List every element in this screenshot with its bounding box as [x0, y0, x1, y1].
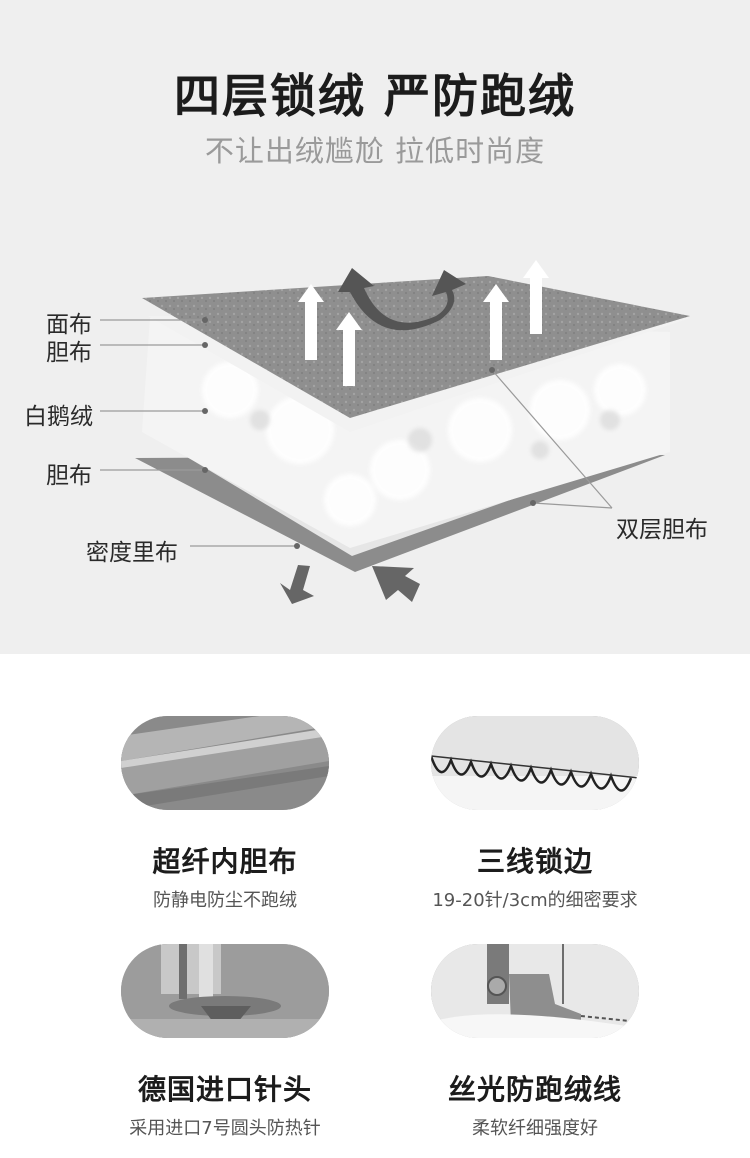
label-liner-upper: 胆布: [46, 340, 92, 366]
up-arrow-icon: [523, 260, 549, 334]
up-arrow-icon: [298, 284, 324, 360]
label-goose-down: 白鹅绒: [24, 404, 93, 430]
feature-desc: 19-20针/3cm的细密要求: [432, 890, 638, 911]
face-fabric-layer: [142, 276, 690, 418]
feature-title: 三线锁边: [476, 845, 593, 878]
feature-card: 三线锁边 19-20针/3cm的细密要求: [385, 716, 685, 912]
layer-diagram: [100, 260, 690, 604]
feature-title: 丝光防跑绒线: [447, 1073, 622, 1106]
features-section: 超纤内胆布 防静电防尘不跑绒 三线锁边 19-20针/3cm的细密要求: [0, 654, 750, 1158]
up-arrow-icon: [336, 312, 362, 386]
label-double-liner: 双层胆布: [616, 517, 708, 543]
airflow-arrows: [298, 260, 549, 386]
feature-desc: 柔软纤细强度好: [472, 1118, 598, 1139]
sewing-needle-icon: [121, 944, 329, 1038]
feature-card: 超纤内胆布 防静电防尘不跑绒: [75, 716, 375, 912]
label-face-fabric: 面布: [46, 312, 92, 338]
fabric-roll-icon: [121, 716, 329, 810]
up-arrow-icon: [372, 566, 420, 602]
feature-title: 德国进口针头: [137, 1073, 312, 1106]
overlock-stitch-icon: [431, 716, 639, 810]
feature-card: 德国进口针头 采用进口7号圆头防热针: [75, 944, 375, 1140]
feature-card: 丝光防跑绒线 柔软纤细强度好: [385, 944, 685, 1140]
feature-title: 超纤内胆布: [152, 845, 298, 878]
curved-arrow-icon: [338, 268, 466, 331]
up-arrow-icon: [483, 284, 509, 360]
down-arrow-icon: [280, 565, 314, 604]
hero-section: 四层锁绒 严防跑绒 不让出绒尴尬 拉低时尚度: [0, 0, 750, 654]
presser-foot-icon: [431, 944, 639, 1038]
leader-lines: [100, 319, 613, 547]
label-dense-lining: 密度里布: [86, 540, 178, 566]
feature-desc: 防静电防尘不跑绒: [153, 890, 297, 911]
page-subtitle: 不让出绒尴尬 拉低时尚度: [204, 134, 546, 168]
page-title: 四层锁绒 严防跑绒: [173, 69, 576, 123]
label-liner-lower: 胆布: [46, 463, 92, 489]
feature-desc: 采用进口7号圆头防热针: [129, 1118, 321, 1139]
